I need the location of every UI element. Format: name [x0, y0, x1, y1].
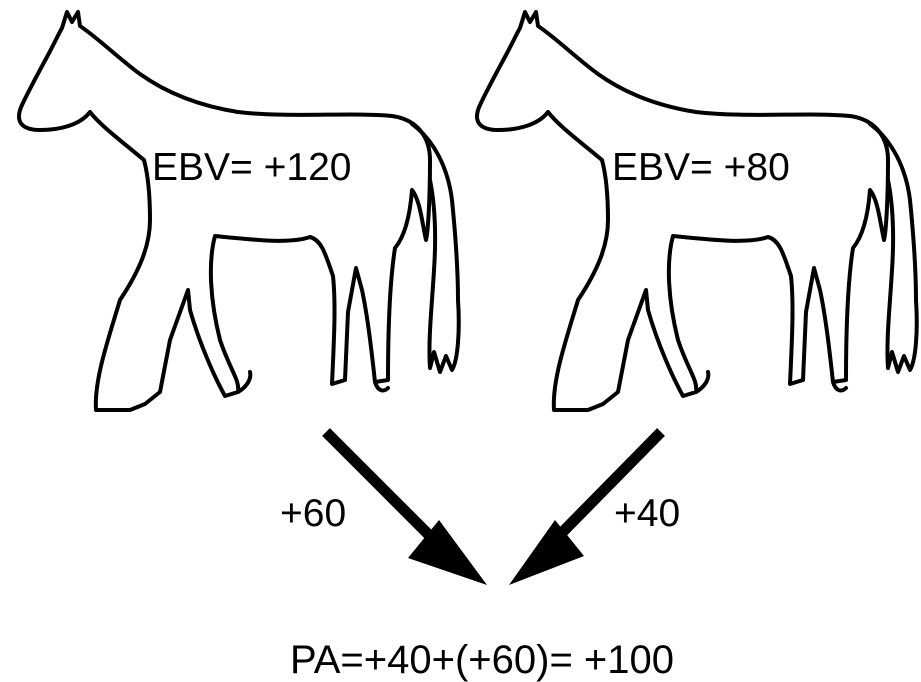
sire-arrow — [326, 432, 487, 585]
sire-ebv-label: EBV= +120 — [152, 148, 352, 187]
dam-ebv-label: EBV= +80 — [612, 148, 790, 187]
sire-horse-outline — [19, 12, 459, 410]
dam-horse-outline — [477, 12, 917, 410]
dam-contribution-label: +40 — [614, 494, 680, 533]
dam-arrowhead — [509, 520, 584, 585]
parent-average-formula: PA=+40+(+60)= +100 — [290, 640, 674, 680]
sire-contribution-label: +60 — [280, 494, 346, 533]
